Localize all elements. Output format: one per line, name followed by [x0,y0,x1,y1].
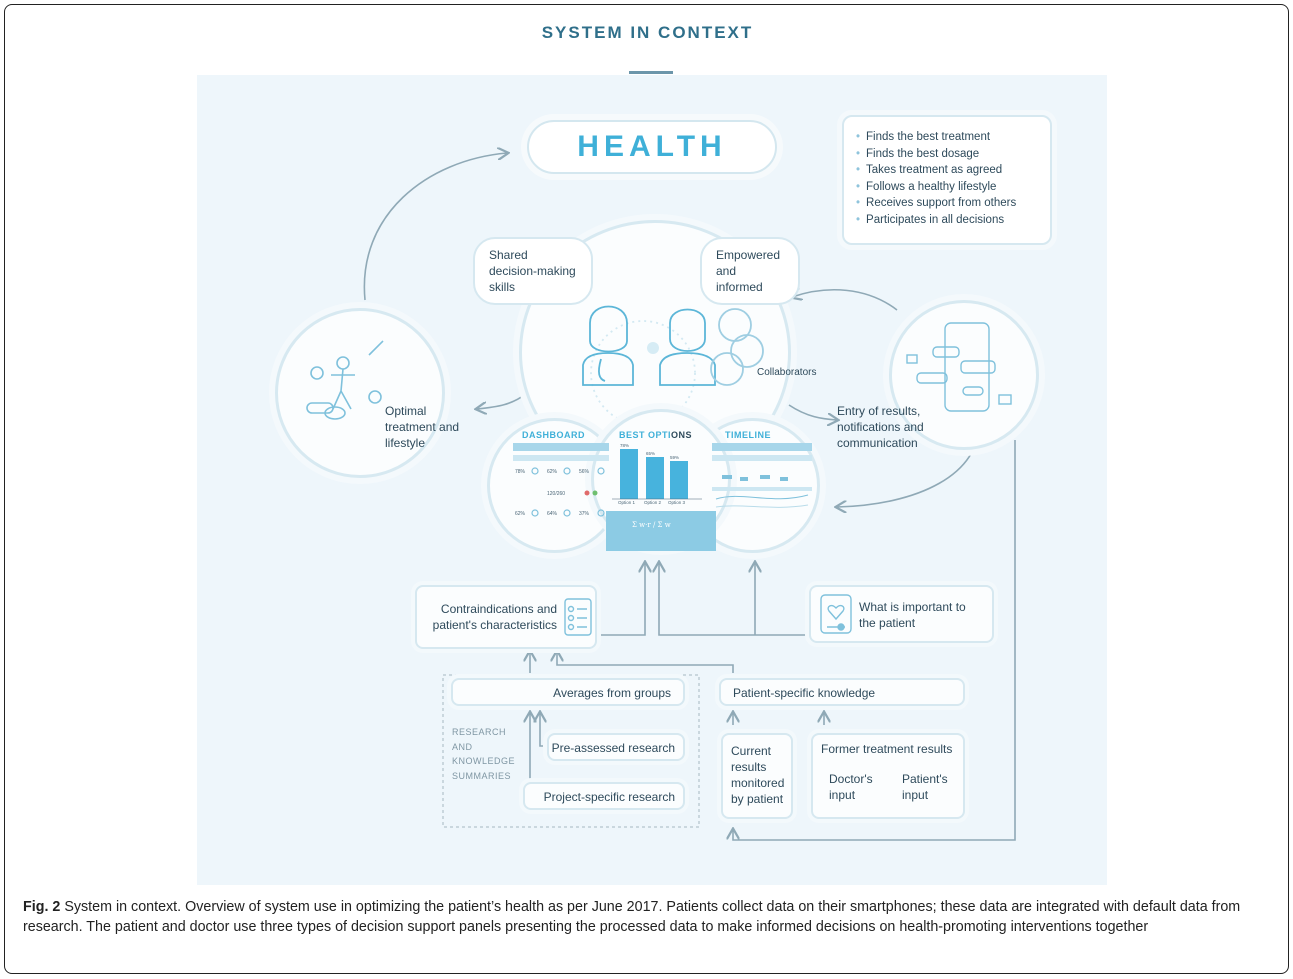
heart-slider-icon [820,594,852,634]
bar-value: 65% [646,451,655,456]
contraindications-text: Contraindications and patient's characte… [432,602,557,632]
empowered-text: Empowered and informed [716,248,781,294]
optimal-label: Optimal treatment and lifestyle [385,404,460,450]
best-options-chart: 78% 65% 59% Option 1 Option 2 Option 3 Σ… [606,443,716,551]
patient-knowledge-text: Patient-specific knowledge [733,686,876,700]
figure-title: SYSTEM IN CONTEXT [541,23,754,42]
goal-item: •Takes treatment as agreed [856,164,1003,177]
contraindications-box: Contraindications and patient's characte… [415,585,597,649]
project-specific-text: Project-specific research [543,790,675,804]
caption-label: Fig. 2 [23,899,61,915]
caption-text: System in context. Overview of system us… [23,899,1241,935]
collaborators-label: Collaborators [757,367,817,378]
best-options-title: BEST OPTIONS [619,430,692,440]
doctor-input-text: Doctor's input [829,772,873,802]
patient-knowledge-box: Patient-specific knowledge [719,678,965,706]
current-results-box: Current results monitored by patient [721,733,793,819]
averages-text: Averages from groups [553,686,671,700]
bar-option-3 [670,461,688,499]
empowered-bubble: Empowered and informed [700,237,800,305]
pre-assessed-box: Pre-assessed research [547,733,685,761]
former-results-box: Former treatment results [811,733,965,819]
dash-val: 78% [515,469,526,475]
important-text: What is important to the patient [859,600,966,630]
goal-item: •Participates in all decisions [856,213,1005,226]
bar-label: Option 3 [668,500,686,505]
dash-val: 64% [547,511,558,517]
best-options-part: ONS [671,430,693,440]
formula-band [606,511,716,551]
bar-option-1 [620,449,638,499]
bar-value: 78% [620,443,629,448]
lifestyle-circle [275,308,445,478]
project-specific-box: Project-specific research [523,782,685,810]
bar-value: 59% [670,455,679,460]
dash-val: 56% [579,469,590,475]
dash-val: 37% [579,511,590,517]
timeline-title: TIMELINE [725,430,771,440]
goal-item: •Finds the best treatment [856,131,991,143]
pre-assessed-text: Pre-assessed research [551,741,675,755]
dash-val: 62% [547,469,558,475]
entry-circle [889,300,1039,450]
bar-option-2 [646,457,664,499]
best-options-part: BEST OPTI [619,430,672,440]
phone-icon [906,322,1012,412]
figure-caption: Fig. 2 System in context. Overview of sy… [23,897,1278,937]
goal-item: •Finds the best dosage [856,147,980,160]
entry-label: Entry of results, notifications and comm… [837,404,924,450]
dashboard-title: DASHBOARD [522,430,585,440]
lifestyle-icon [306,340,384,420]
shared-skills-bubble: Shared decision-making skills [473,237,593,305]
health-label: HEALTH [527,120,777,174]
clipboard-icon [564,598,592,636]
bar-label: Option 1 [618,500,636,505]
research-text: RESEARCH AND KNOWLEDGE SUMMARIES [452,727,516,781]
figure-frame: SYSTEM IN CONTEXT [4,4,1289,974]
goals-list: •Finds the best treatment •Finds the bes… [842,115,1052,245]
bar-label: Option 2 [644,500,662,505]
former-results-text: Former treatment results [821,742,953,756]
title-underline [629,71,673,74]
dash-val: 120/260 [547,491,565,497]
formula-text: Σ w·r / Σ w [632,521,671,529]
current-results-text: Current results monitored by patient [731,744,785,806]
people-icon [582,305,764,423]
goal-item: •Receives support from others [856,197,1017,210]
important-box: What is important to the patient [809,585,994,643]
averages-box: Averages from groups [451,678,685,706]
connector-lines [363,75,1016,841]
patient-input-text: Patient's input [902,772,948,802]
research-label: RESEARCH AND KNOWLEDGE SUMMARIES [452,725,522,783]
timeline-mini [712,443,812,508]
diagram-panel: HEALTH •Finds the best treatment •Finds … [197,75,1107,885]
shared-skills-text: Shared decision-making skills [489,248,576,294]
dash-val: 62% [515,511,526,517]
goal-item: •Follows a healthy lifestyle [856,180,997,193]
dashboard-mini: 78% 62% 56% 120/260 62% 64% 37% [513,443,609,517]
